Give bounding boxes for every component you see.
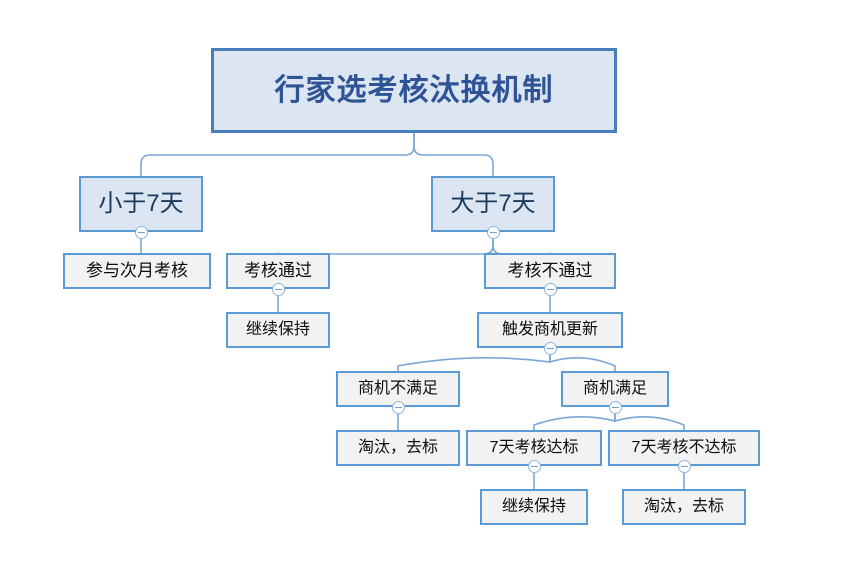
node-keep-going-2-label: 继续保持: [501, 498, 566, 516]
node-7day-review-met-label: 7天考核达标: [489, 439, 579, 457]
node-trigger-opportunity-update[interactable]: 触发商机更新: [477, 312, 623, 348]
node-eliminate-1[interactable]: 淘汰，去标: [336, 430, 460, 466]
edge-root-to-gt7: [413, 132, 494, 177]
node-keep-going-1[interactable]: 继续保持: [226, 312, 330, 348]
edge-oppok-to-d7fail: [614, 406, 685, 431]
collapse-toggle-d7fail[interactable]: [677, 459, 691, 473]
collapse-toggle-lt7[interactable]: [134, 225, 148, 239]
node-eliminate-2[interactable]: 淘汰，去标: [622, 489, 746, 525]
collapse-toggle-pass[interactable]: [271, 282, 285, 296]
collapse-toggle-d7pass[interactable]: [527, 459, 541, 473]
node-less-than-7-days-label: 小于7天: [98, 189, 184, 217]
node-eliminate-1-label: 淘汰，去标: [357, 439, 438, 457]
node-keep-going-1-label: 继续保持: [245, 321, 310, 339]
edge-trigger-to-oppok: [549, 347, 616, 372]
node-opportunity-unmet-label: 商机不满足: [357, 380, 438, 398]
node-next-month-review-label: 参与次月考核: [86, 260, 188, 280]
collapse-toggle-gt7[interactable]: [486, 225, 500, 239]
collapse-toggle-oppfail[interactable]: [391, 400, 405, 414]
node-trigger-opportunity-update-label: 触发商机更新: [501, 321, 598, 339]
edge-oppok-to-d7pass: [533, 406, 616, 431]
collapse-toggle-oppok[interactable]: [608, 400, 622, 414]
collapse-toggle-fail[interactable]: [543, 282, 557, 296]
node-7day-review-unmet-label: 7天考核不达标: [631, 439, 737, 457]
node-review-passed-label: 考核通过: [244, 260, 312, 280]
edge-trigger-to-oppfail: [397, 347, 551, 372]
collapse-toggle-trigger[interactable]: [543, 341, 557, 355]
edge-root-to-lt7: [140, 132, 415, 177]
node-eliminate-2-label: 淘汰，去标: [643, 498, 724, 516]
node-opportunity-met-label: 商机满足: [582, 380, 647, 398]
node-greater-than-7-days[interactable]: 大于7天: [431, 176, 555, 232]
node-review-passed[interactable]: 考核通过: [226, 253, 330, 289]
node-greater-than-7-days-label: 大于7天: [450, 189, 536, 217]
node-root[interactable]: 行家选考核汰换机制: [211, 48, 617, 133]
node-root-label: 行家选考核汰换机制: [274, 74, 554, 107]
node-keep-going-2[interactable]: 继续保持: [480, 489, 588, 525]
node-next-month-review[interactable]: 参与次月考核: [63, 253, 211, 289]
node-less-than-7-days[interactable]: 小于7天: [79, 176, 203, 232]
node-opportunity-unmet[interactable]: 商机不满足: [336, 371, 460, 407]
node-review-failed-label: 考核不通过: [507, 260, 593, 280]
